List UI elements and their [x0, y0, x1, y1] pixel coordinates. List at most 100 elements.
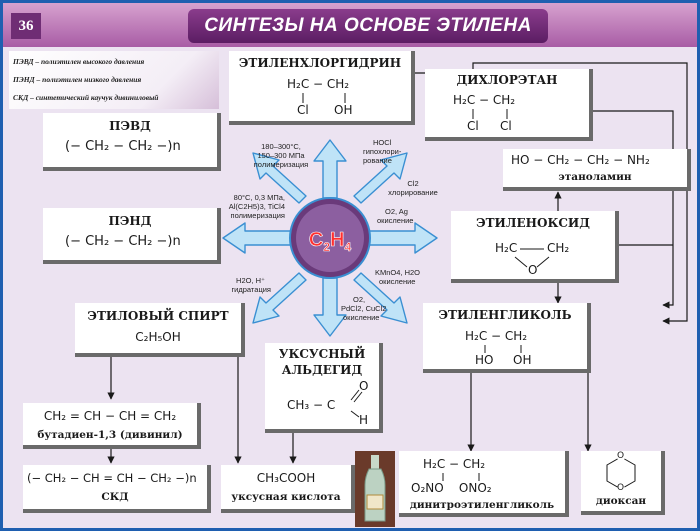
condition-polymerization-high: 180–300°C, 150–300 МПа полимеризация	[254, 142, 308, 169]
box-title: ЭТИЛЕНОКСИД	[476, 216, 590, 230]
page-number: 36	[11, 13, 41, 39]
formula-left: H₂C	[495, 241, 518, 255]
arrow-up	[313, 139, 347, 199]
arrow-left	[222, 222, 294, 254]
svg-text:окисление: окисление	[377, 216, 413, 225]
svg-text:H2O, H⁺: H2O, H⁺	[236, 276, 265, 285]
svg-text:гипохлори-: гипохлори-	[363, 147, 402, 156]
formula-hydrogen: H	[359, 413, 369, 427]
condition-polymerization-low: 80°C, 0,3 МПа, Al(C2H5)3, TiCl4 полимери…	[229, 193, 285, 220]
condition-oxidation-ag: O2, Ag окисление	[377, 207, 413, 225]
compound-name: этаноламин	[558, 171, 632, 183]
arrow-down-right	[353, 272, 408, 324]
svg-text:окисление: окисление	[379, 277, 415, 286]
formula-bottom-left: Cl	[467, 119, 479, 133]
compound-name: динитроэтиленгликоль	[409, 499, 555, 511]
formula-bottom-left: HO	[475, 353, 494, 367]
svg-text:рование: рование	[363, 156, 392, 165]
compound-name: уксусная кислота	[231, 491, 341, 503]
box-title-line2: АЛЬДЕГИД	[281, 363, 363, 377]
svg-text:O2,: O2,	[353, 295, 365, 304]
box-title-line1: УКСУСНЫЙ	[278, 347, 366, 361]
formula-top: H₂C − CH₂	[423, 457, 486, 471]
formula: CH₃COOH	[256, 471, 316, 485]
svg-text:KMnO4, H2O: KMnO4, H2O	[375, 268, 420, 277]
svg-text:180–300°C,: 180–300°C,	[261, 142, 301, 151]
box-skd: (− CH₂ − CH = CH − CH₂ −)n СКД	[23, 465, 211, 513]
formula-bottom-right: OH	[334, 103, 353, 117]
formula-bottom-right: OH	[513, 353, 532, 367]
svg-text:150–300 МПа: 150–300 МПа	[257, 151, 305, 160]
svg-text:окисление: окисление	[343, 313, 379, 322]
svg-text:гидратация: гидратация	[231, 285, 271, 294]
acetic-acid-bottle-photo	[355, 451, 395, 527]
box-ethylene-chlorohydrin: ЭТИЛЕНХЛОРГИДРИН H₂C − CH₂ Cl OH	[229, 51, 415, 125]
bonds	[442, 473, 480, 481]
carbonyl-bonds	[350, 389, 363, 418]
dioxane-ring	[606, 453, 636, 493]
ring-oxygen-top: O	[617, 451, 625, 461]
formula: (− CH₂ − CH = CH − CH₂ −)n	[27, 471, 197, 485]
condition-chlorination: Cl2 хлорирование	[388, 179, 438, 197]
arrow-right	[366, 222, 438, 254]
condition-hypochlorination: HOCl гипохлори- рование	[363, 138, 402, 165]
legend-item: СКД – синтетический каучук дивиниловый	[13, 93, 159, 102]
box-ethylene-oxide: ЭТИЛЕНОКСИД H₂C CH₂ O	[451, 211, 619, 283]
condition-oxidation-pd: O2, PdCl2, CuCl2 окисление	[341, 295, 386, 322]
box-title: ЭТИЛЕНХЛОРГИДРИН	[238, 56, 402, 70]
abbreviation-legend: ПЭВД – полиэтилен высокого давления ПЭНД…	[9, 51, 219, 109]
formula: (− CH₂ − CH₂ −)n	[65, 234, 181, 249]
formula-oxygen: O	[528, 263, 538, 277]
arrow-down	[313, 277, 347, 337]
box-ethanolamine: HO − CH₂ − CH₂ − NH₂ этаноламин	[503, 149, 691, 191]
box-title: ДИХЛОРЭТАН	[456, 73, 558, 87]
box-dichloroethane: ДИХЛОРЭТАН H₂C − CH₂ Cl Cl	[425, 69, 593, 141]
arrow-up-left	[252, 152, 307, 204]
arrow-down-left	[252, 272, 307, 324]
svg-text:Al(C2H5)3, TiCl4: Al(C2H5)3, TiCl4	[229, 202, 285, 211]
legend-item: ПЭНД – полиэтилен низкого давления	[13, 75, 142, 84]
svg-text:HOCl: HOCl	[373, 138, 392, 147]
formula: HO − CH₂ − CH₂ − NH₂	[511, 153, 650, 167]
box-butadiene: CH₂ = CH − CH = CH₂ бутадиен-1,3 (дивини…	[23, 403, 201, 449]
formula-bottom: O₂NO ONO₂	[411, 481, 492, 495]
box-acetic-acid: CH₃COOH уксусная кислота	[221, 465, 355, 513]
compound-name: бутадиен-1,3 (дивинил)	[37, 429, 183, 441]
formula: (− CH₂ − CH₂ −)n	[65, 139, 181, 154]
ring-oxygen-bottom: O	[617, 483, 625, 493]
formula-bottom-left: Cl	[297, 103, 309, 117]
header-bar: 36 СИНТЕЗЫ НА ОСНОВЕ ЭТИЛЕНА	[3, 3, 697, 47]
arrow-up-right	[353, 152, 408, 204]
box-title: ЭТИЛЕНГЛИКОЛЬ	[438, 308, 572, 322]
box-ethylene-glycol: ЭТИЛЕНГЛИКОЛЬ H₂C − CH₂ HO OH	[423, 303, 591, 373]
svg-text:PdCl2, CuCl2: PdCl2, CuCl2	[341, 304, 386, 313]
formula-left: CH₃ − C	[287, 398, 336, 412]
box-title: ПЭНД	[108, 214, 152, 228]
c2h4-formula: C2H4	[309, 229, 352, 254]
box-ethanol: ЭТИЛОВЫЙ СПИРТ C₂H₅OH	[75, 303, 245, 357]
bonds	[484, 345, 522, 353]
condition-hydration: H2O, H⁺ гидратация	[231, 276, 271, 294]
formula-top: H₂C − CH₂	[453, 93, 516, 107]
box-dioxane: O O диоксан	[581, 451, 665, 515]
title-banner: СИНТЕЗЫ НА ОСНОВЕ ЭТИЛЕНА	[188, 9, 548, 43]
condition-oxidation-kmno4: KMnO4, H2O окисление	[375, 268, 420, 286]
connector-dichloroethane-right	[593, 110, 674, 309]
box-dinitroethylene-glycol: H₂C − CH₂ O₂NO ONO₂ динитроэтиленгликоль	[399, 451, 569, 517]
bonds	[472, 109, 508, 119]
svg-text:80°C, 0,3 МПа,: 80°C, 0,3 МПа,	[234, 193, 285, 202]
svg-text:хлорирование: хлорирование	[388, 188, 438, 197]
legend-item: ПЭВД – полиэтилен высокого давления	[13, 57, 145, 66]
compound-name: диоксан	[595, 495, 647, 507]
svg-text:O2, Ag: O2, Ag	[385, 207, 408, 216]
formula-right: CH₂	[547, 241, 570, 255]
box-pevd: ПЭВД (− CH₂ − CH₂ −)n	[43, 113, 221, 171]
svg-text:Cl2: Cl2	[407, 179, 418, 188]
box-title: ПЭВД	[109, 119, 151, 133]
formula-top: H₂C − CH₂	[465, 329, 528, 343]
svg-text:полимеризация: полимеризация	[254, 160, 308, 169]
formula-top: H₂C − CH₂	[287, 77, 350, 91]
box-title: ЭТИЛОВЫЙ СПИРТ	[87, 309, 229, 323]
central-reaction-hub: C2H4 180–300°C, 150–300 МПа полимеризаци…	[222, 138, 438, 337]
